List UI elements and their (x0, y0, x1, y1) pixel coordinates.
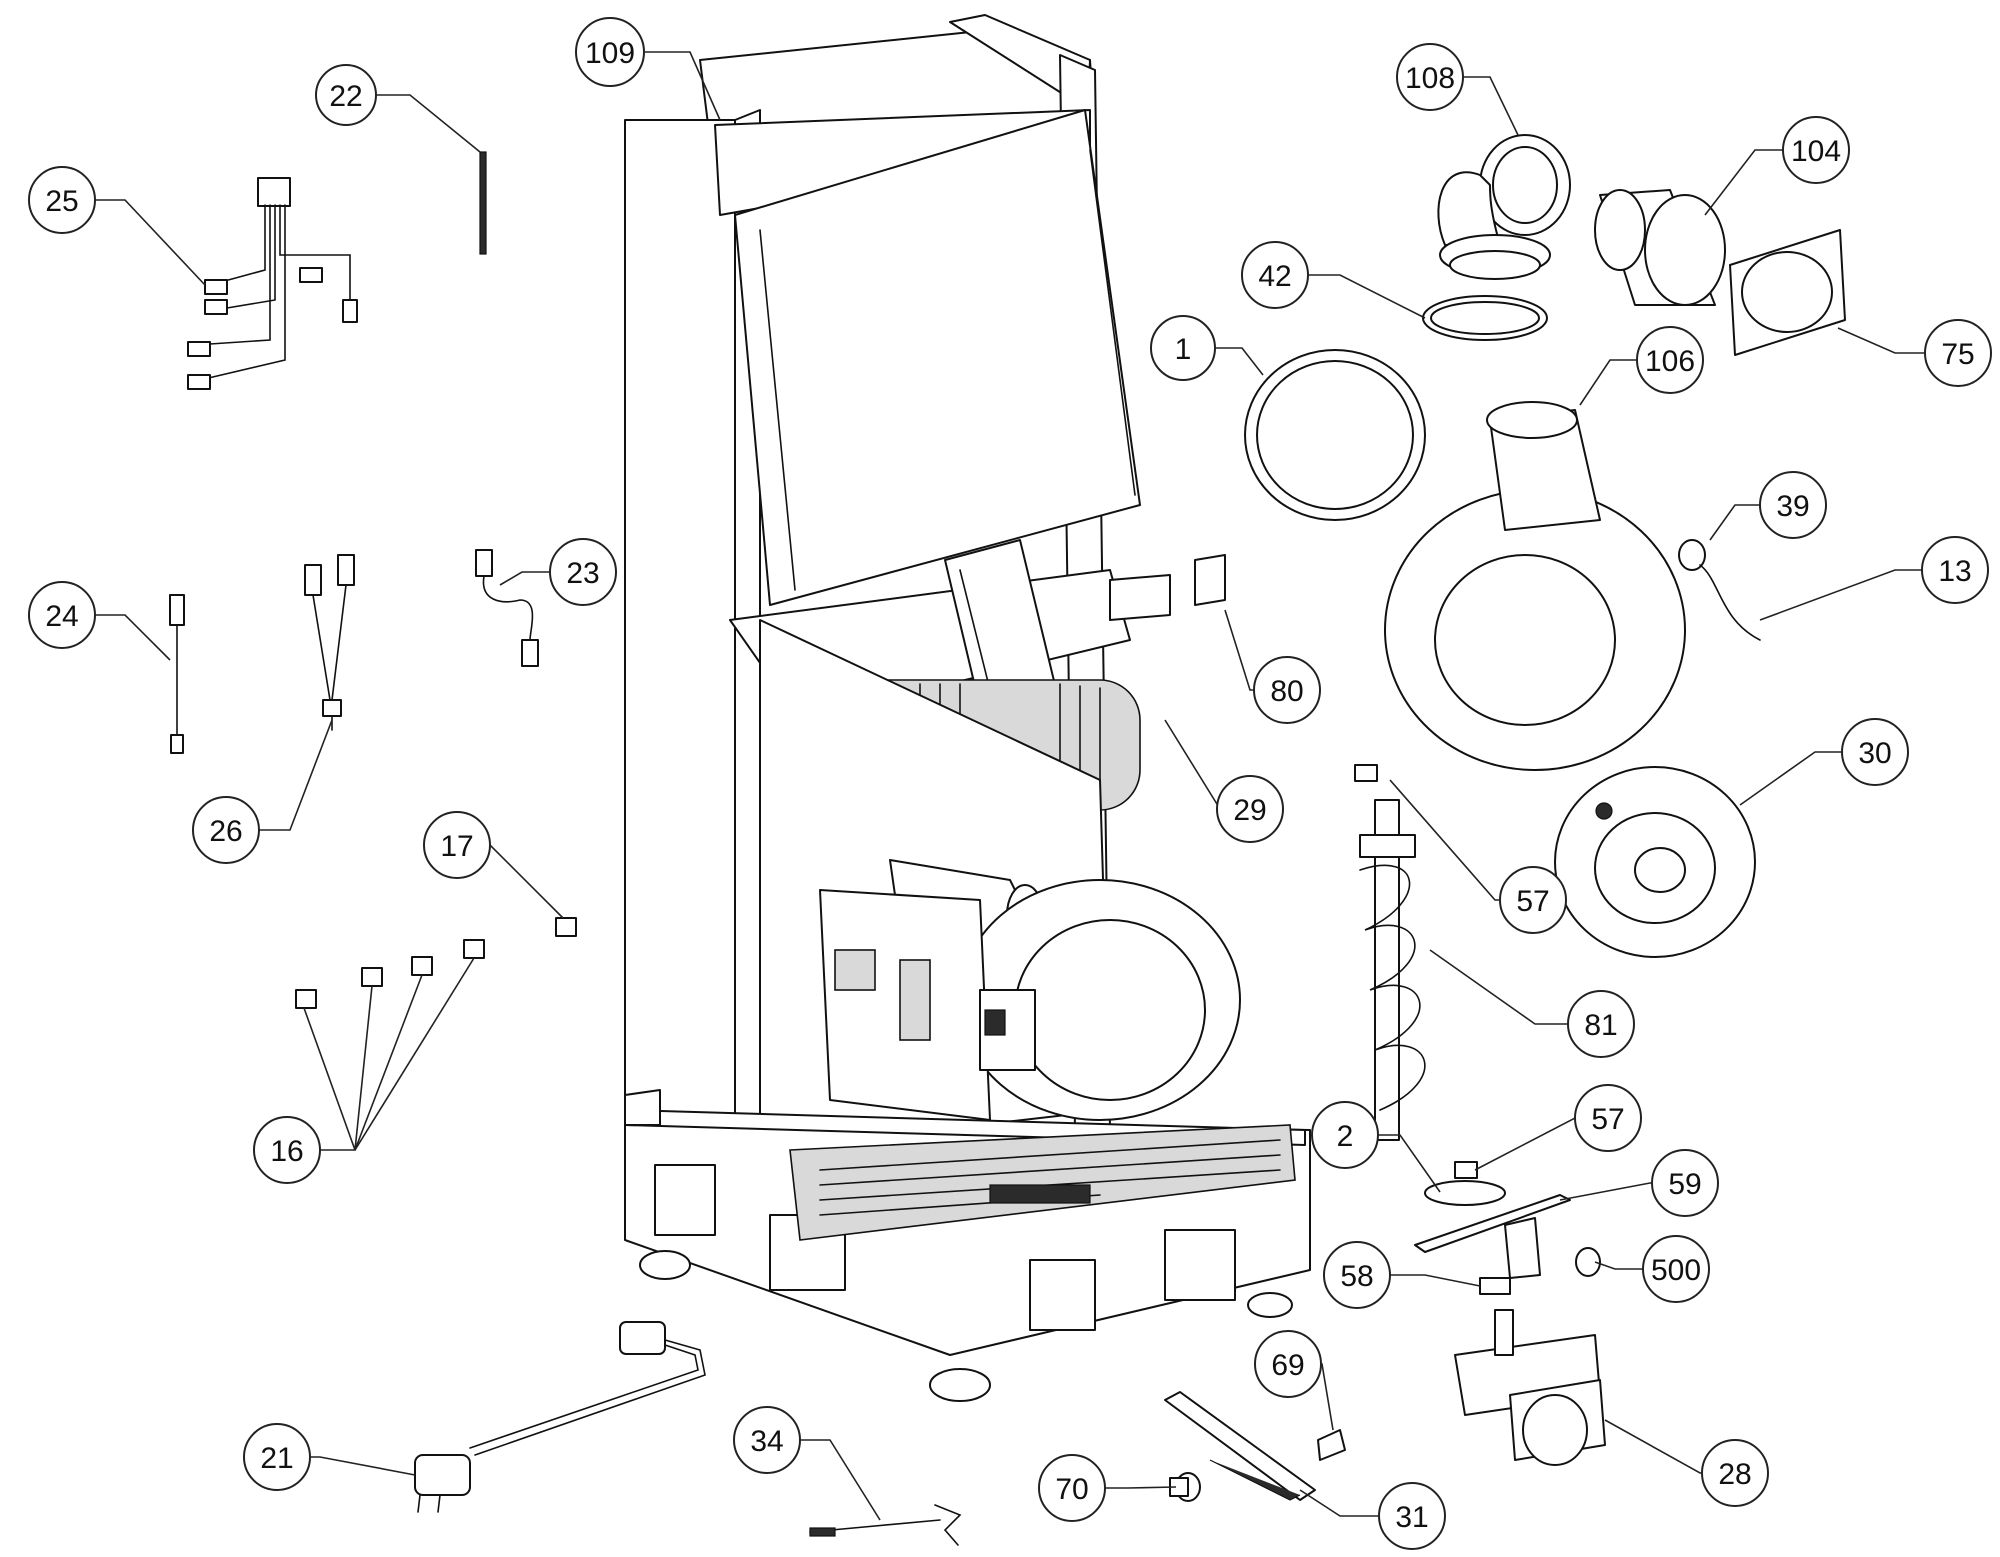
probe-22 (479, 151, 487, 255)
callout-57-bottom: 57 (1574, 1084, 1642, 1152)
clip-69 (1317, 1429, 1346, 1461)
callout-label: 75 (1941, 338, 1974, 371)
callout-1: 1 (1150, 315, 1216, 381)
callout-label: 80 (1270, 675, 1303, 708)
callout-label: 500 (1651, 1254, 1701, 1287)
caps-57 (1354, 764, 1478, 1179)
plate-75 (1729, 229, 1846, 356)
callout-label: 81 (1584, 1009, 1617, 1042)
callout-label: 57 (1591, 1103, 1624, 1136)
callout-label: 13 (1938, 555, 1971, 588)
callout-label: 31 (1395, 1501, 1428, 1534)
callout-80: 80 (1253, 656, 1321, 724)
callout-label: 29 (1233, 794, 1266, 827)
callout-label: 17 (440, 830, 473, 863)
clips-16 (295, 939, 485, 1009)
y-cable-26 (304, 554, 355, 731)
callout-label: 16 (270, 1135, 303, 1168)
callout-39: 39 (1759, 471, 1827, 539)
callout-label: 2 (1337, 1120, 1354, 1153)
callout-21: 21 (243, 1423, 311, 1491)
callout-28: 28 (1701, 1439, 1769, 1507)
callout-69: 69 (1254, 1330, 1322, 1398)
callout-label: 104 (1791, 135, 1841, 168)
callout-24: 24 (28, 581, 96, 649)
callout-104: 104 (1782, 116, 1850, 184)
callout-57-top: 57 (1499, 866, 1567, 934)
callout-label: 108 (1405, 62, 1455, 95)
clip-17 (555, 917, 577, 937)
gasket-42 (1422, 295, 1548, 341)
callout-label: 25 (45, 185, 78, 218)
callout-31: 31 (1378, 1482, 1446, 1550)
leader-lines (95, 51, 1925, 1521)
cable-23 (475, 549, 539, 667)
auger-81 (1359, 799, 1426, 1141)
callout-label: 34 (750, 1425, 783, 1458)
rod-34 (809, 1504, 962, 1546)
callout-81: 81 (1567, 990, 1635, 1058)
callout-16: 16 (253, 1116, 321, 1184)
motor-30 (1554, 766, 1756, 958)
blower-housing-106 (1384, 401, 1686, 771)
callout-75: 75 (1924, 319, 1992, 387)
rod-31 (1164, 1391, 1316, 1501)
callout-34: 34 (733, 1406, 801, 1474)
callout-30: 30 (1841, 718, 1909, 786)
bracket-80 (1109, 554, 1226, 621)
callout-500: 500 (1642, 1235, 1710, 1303)
callout-label: 23 (566, 557, 599, 590)
callout-106: 106 (1636, 326, 1704, 394)
callout-2: 2 (1311, 1101, 1379, 1169)
callout-109: 109 (575, 17, 645, 87)
ring-1 (1244, 349, 1426, 521)
callout-29: 29 (1216, 775, 1284, 843)
callout-108: 108 (1396, 43, 1464, 111)
callout-label: 70 (1055, 1473, 1088, 1506)
callout-label: 28 (1718, 1458, 1751, 1491)
callout-label: 42 (1258, 260, 1291, 293)
callout-label: 69 (1271, 1349, 1304, 1382)
stove-body (624, 14, 1311, 1402)
callout-label: 22 (329, 80, 362, 113)
callout-22: 22 (315, 64, 377, 126)
callout-label: 24 (45, 600, 78, 633)
gearmotor-28 (1454, 1309, 1606, 1466)
callout-label: 1 (1175, 333, 1192, 366)
callout-label: 21 (260, 1442, 293, 1475)
callout-13: 13 (1921, 536, 1989, 604)
callout-label: 57 (1516, 885, 1549, 918)
elbow-108 (1437, 134, 1571, 280)
cable-24 (169, 594, 185, 754)
callout-26: 26 (192, 796, 260, 864)
callout-70: 70 (1038, 1454, 1106, 1522)
fitting-70 (1169, 1472, 1201, 1502)
callout-23: 23 (549, 538, 617, 606)
callout-58: 58 (1323, 1241, 1391, 1309)
callout-25: 25 (28, 166, 96, 234)
callout-label: 106 (1645, 345, 1695, 378)
callout-label: 26 (209, 815, 242, 848)
callout-17: 17 (423, 811, 491, 879)
power-cord-21 (414, 1321, 706, 1513)
callout-label: 39 (1776, 490, 1809, 523)
sensor-39-13 (1678, 539, 1761, 641)
callout-42: 42 (1241, 241, 1309, 309)
callout-label: 59 (1668, 1168, 1701, 1201)
callout-59: 59 (1651, 1149, 1719, 1217)
callout-label: 58 (1340, 1260, 1373, 1293)
callout-label: 30 (1858, 737, 1891, 770)
sleeve-104 (1594, 189, 1726, 306)
wiring-harness-25 (187, 177, 358, 390)
callout-label: 109 (585, 37, 635, 70)
